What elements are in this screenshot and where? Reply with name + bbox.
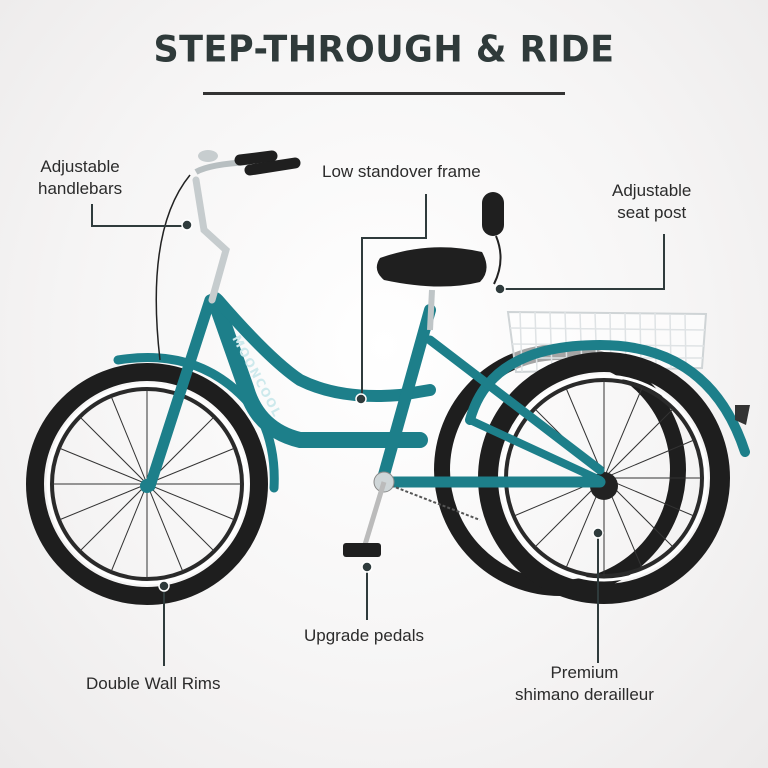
page-title: STEP-THROUGH & RIDE (153, 29, 615, 71)
callout-dot-frame (355, 393, 367, 405)
callout-label-seat-post: Adjustable seat post (612, 181, 692, 222)
callout-dot-handlebars (181, 219, 193, 231)
callout-dot-pedals (361, 561, 373, 573)
crank-arm (361, 481, 387, 549)
callout-label-frame: Low standover frame (322, 162, 481, 181)
callout-dot-rims (158, 580, 170, 592)
callout-label-handlebars: Adjustable handlebars (38, 157, 123, 198)
title-divider (203, 92, 565, 95)
callout-label-rims: Double Wall Rims (86, 674, 221, 693)
callout-label-derailleur: Premium shimano derailleur (515, 663, 654, 704)
handlebars (155, 150, 301, 361)
seat (376, 192, 504, 331)
callout-label-pedals: Upgrade pedals (304, 626, 425, 645)
chain (381, 481, 481, 521)
callout-lines (91, 194, 665, 666)
rear-reflector (735, 405, 750, 425)
rear-fender (465, 339, 750, 457)
callout-line-frame (361, 194, 427, 398)
callout-dots (158, 219, 604, 592)
callout-line-handlebars (91, 204, 187, 227)
front-wheel (26, 363, 268, 605)
frame (144, 292, 606, 492)
callout-dot-derailleur (592, 527, 604, 539)
callout-line-seat-post (502, 234, 665, 290)
pedal (343, 543, 381, 557)
callout-dot-seat-post (494, 283, 506, 295)
